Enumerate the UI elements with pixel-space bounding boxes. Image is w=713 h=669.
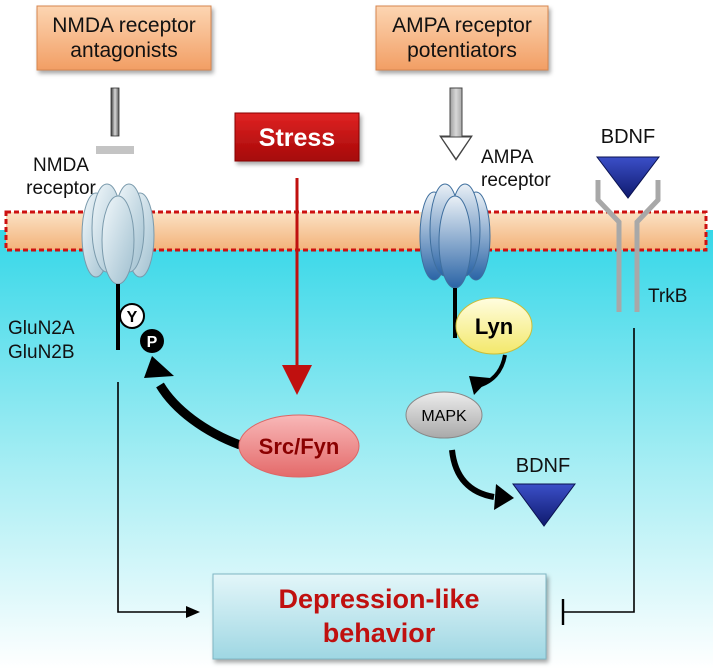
- nmda-receptor: [81, 183, 155, 285]
- bdnf-top-label: BDNF: [601, 126, 655, 148]
- nmda-inhibition-bar: [96, 146, 134, 154]
- tyrosine-label: Y: [127, 309, 138, 326]
- glun2a-label: GluN2A: [8, 318, 75, 339]
- ampa-potentiators-label-line2: potentiators: [407, 39, 517, 62]
- ampa-potentiators-label-line1: AMPA receptor: [392, 14, 532, 37]
- trkb-inhibition-path: [563, 328, 635, 613]
- nmda-inhibition-shaft: [110, 87, 120, 137]
- src-fyn-kinase: [238, 414, 360, 478]
- nmda-antagonists-label-line2: antagonists: [70, 39, 177, 62]
- glun2b-label: GluN2B: [8, 342, 75, 363]
- ampa-receptor-label-line1: AMPA: [481, 147, 534, 168]
- depression-label-line2: behavior: [323, 618, 436, 648]
- depression-box: [212, 573, 547, 660]
- lyn-label: Lyn: [475, 314, 513, 339]
- tyrosine-site: [119, 303, 145, 329]
- bdnf-bottom-triangle: [512, 483, 576, 527]
- mapk-label: MAPK: [421, 408, 467, 425]
- nmda-antagonists-label-line1: NMDA receptor: [52, 14, 196, 37]
- lyn-kinase: [455, 297, 533, 355]
- stress-box: [234, 112, 360, 162]
- nmda-to-depression-path: [117, 382, 197, 613]
- depression-label-line1: Depression-like: [278, 584, 479, 614]
- src-fyn-label: Src/Fyn: [259, 434, 340, 459]
- nmda-receptor-label-line2: receptor: [26, 178, 96, 199]
- srcfyn-to-nmda-arrow: [156, 382, 242, 450]
- nmda-antagonists-box: [36, 5, 212, 71]
- ampa-receptor: [419, 183, 491, 289]
- bdnf-top-triangle: [595, 156, 661, 199]
- trkb-receptor: [595, 180, 661, 312]
- phosphate-label: P: [147, 334, 158, 351]
- bdnf-bottom-label: BDNF: [516, 455, 570, 477]
- phosphate-marker: [140, 329, 164, 353]
- mapk-kinase: [405, 391, 483, 439]
- trkb-label: TrkB: [648, 286, 687, 307]
- ampa-potentiators-box: [375, 5, 549, 71]
- stress-label: Stress: [259, 124, 335, 152]
- mapk-to-bdnf-arrow: [449, 449, 495, 500]
- ampa-receptor-label-line2: receptor: [481, 170, 551, 191]
- nmda-receptor-label-line1: NMDA: [33, 155, 89, 176]
